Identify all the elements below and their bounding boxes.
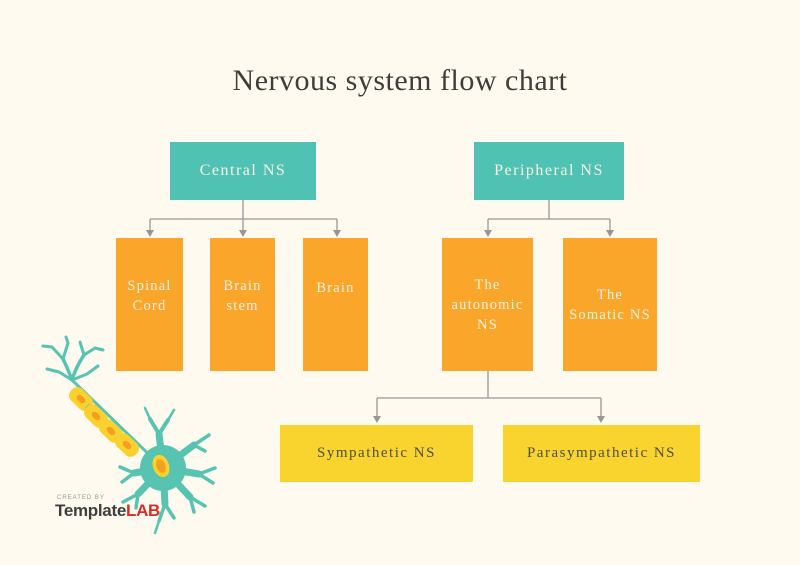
neuron-soma-icon — [118, 406, 217, 535]
templatelab-logo: Created by TemplateLAB — [55, 495, 160, 520]
arrowhead-icon — [373, 416, 381, 423]
connector-peripheral-to-children — [484, 200, 614, 237]
connector-central-to-children — [146, 200, 341, 237]
arrowhead-icon — [146, 230, 154, 237]
node-brain-stem: Brain stem — [210, 238, 275, 371]
arrowhead-icon — [333, 230, 341, 237]
neuron-dendrites-icon — [41, 335, 105, 382]
logo-wordmark: TemplateLAB — [55, 501, 160, 520]
logo-text-template: Template — [55, 501, 126, 520]
node-label: The autonomic NS — [451, 276, 524, 333]
node-sympathetic-ns: Sympathetic NS — [280, 425, 473, 482]
node-central-ns: Central NS — [170, 142, 316, 200]
arrowhead-icon — [597, 416, 605, 423]
node-label: Spinal Cord — [127, 277, 172, 314]
connector-autonomic-to-children — [373, 371, 605, 423]
arrowhead-icon — [606, 230, 614, 237]
node-label: Sympathetic NS — [317, 445, 436, 461]
node-label: Brain stem — [223, 277, 262, 314]
node-label: Parasympathetic NS — [526, 445, 677, 461]
logo-tagline: Created by — [57, 495, 105, 501]
node-label: Peripheral NS — [494, 162, 604, 179]
node-label: Brain — [316, 279, 355, 296]
node-parasympathetic-ns: Parasympathetic NS — [503, 425, 700, 482]
arrowhead-icon — [484, 230, 492, 237]
node-autonomic-ns: The autonomic NS — [442, 238, 533, 371]
neuron-illustration — [41, 335, 217, 535]
neuron-myelin-icon — [68, 387, 140, 457]
neuron-nucleus-icon — [152, 454, 170, 478]
node-spinal-cord: Spinal Cord — [116, 238, 183, 371]
node-label: The Somatic NS — [569, 286, 651, 323]
arrowhead-icon — [239, 230, 247, 237]
node-somatic-ns: The Somatic NS — [563, 238, 657, 371]
logo-text-lab: LAB — [125, 501, 161, 520]
node-label: Central NS — [199, 162, 287, 179]
page-title: Nervous system flow chart — [232, 64, 568, 97]
node-peripheral-ns: Peripheral NS — [474, 142, 624, 200]
node-brain: Brain — [303, 238, 368, 371]
